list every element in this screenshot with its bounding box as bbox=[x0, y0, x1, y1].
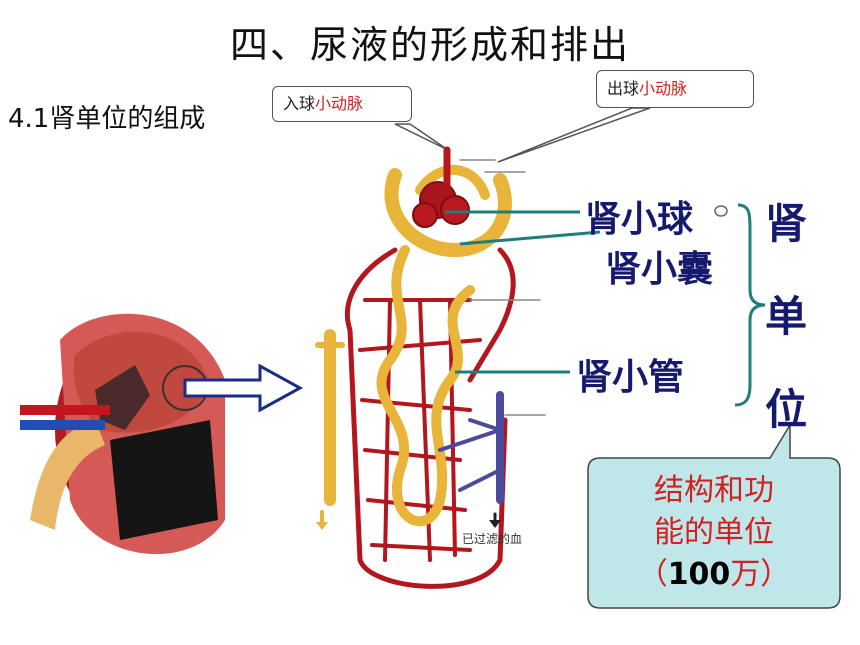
incoming-arteriole-callout: 入球小动脉 bbox=[272, 86, 412, 122]
info-line-2: 能的单位 bbox=[654, 515, 774, 550]
glomerulus-label: 肾小球 bbox=[585, 199, 694, 240]
capsule-label: 肾小囊 bbox=[605, 249, 714, 290]
nephron-diagram bbox=[315, 146, 546, 589]
info-unit: 万） bbox=[730, 557, 791, 592]
brace bbox=[734, 203, 766, 407]
nephron-char-1: 肾 bbox=[765, 199, 808, 248]
incoming-highlight: 小动脉 bbox=[315, 94, 364, 113]
nephron-char-3: 位 bbox=[765, 385, 808, 434]
incoming-prefix: 入球 bbox=[283, 94, 316, 113]
section-subtitle: 4.1肾单位的组成 bbox=[8, 104, 206, 134]
info-box-shape bbox=[587, 422, 841, 609]
outgoing-arteriole-callout: 出球小动脉 bbox=[596, 70, 754, 108]
outgoing-callout-tail bbox=[497, 107, 651, 163]
info-number: 100 bbox=[667, 557, 731, 592]
capsule-leader bbox=[459, 230, 601, 246]
info-line-1: 结构和功 bbox=[654, 473, 774, 508]
info-line-3: （100万） bbox=[592, 554, 836, 596]
outgoing-prefix: 出球 bbox=[607, 79, 640, 98]
leader-lines bbox=[445, 210, 601, 374]
zoom-arrow bbox=[183, 363, 304, 413]
info-box: 结构和功 能的单位 （100万） bbox=[592, 470, 836, 596]
marker-dot bbox=[714, 205, 728, 217]
filtered-blood-caption: 已过滤的血 bbox=[462, 532, 523, 546]
nephron-char-2: 单 bbox=[765, 292, 808, 341]
kidney-image bbox=[20, 313, 225, 555]
tubule-label: 肾小管 bbox=[576, 357, 685, 398]
outgoing-highlight: 小动脉 bbox=[639, 79, 688, 98]
page-title: 四、尿液的形成和排出 bbox=[229, 23, 630, 67]
info-paren-open: （ bbox=[637, 557, 668, 592]
incoming-callout-tail bbox=[394, 123, 449, 151]
